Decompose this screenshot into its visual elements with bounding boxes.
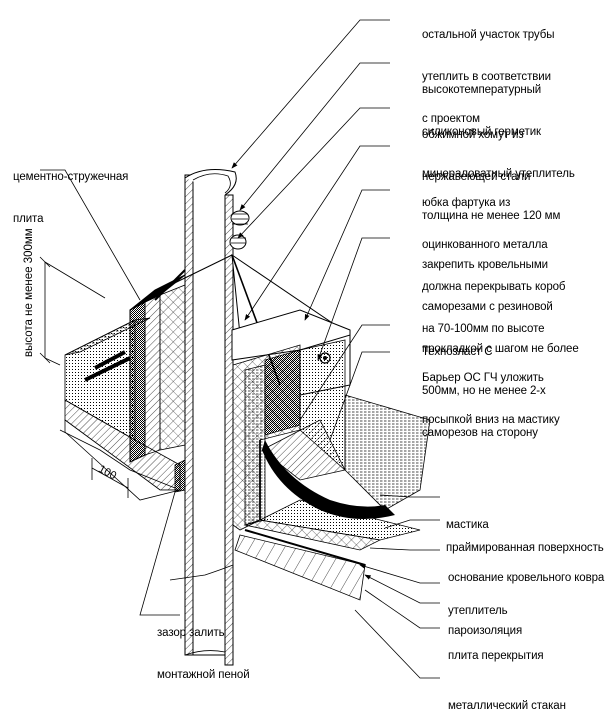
pipe [184, 170, 250, 666]
callout-metal-sleeve: металлический стакан [448, 671, 566, 727]
callout-line: металлический стакан [448, 700, 566, 712]
callout-technoelast: Технозласт С [422, 317, 493, 373]
right-roof-section [170, 395, 430, 600]
callout-line: праймированная поверхность [446, 542, 604, 554]
callout-line: обжимной хомут из [422, 129, 524, 141]
callout-screws: закрепить кровельными саморезами с резин… [422, 230, 579, 454]
callout-mineral-wool: минераловатный утеплитель толщина не мен… [422, 139, 575, 237]
callout-sealant: высокотемпературный силиконовый герметик [422, 55, 541, 153]
callout-primed-surface: праймированная поверхность [446, 513, 604, 569]
callout-line: высокотемпературный [422, 84, 542, 96]
callout-line: мастика [446, 519, 489, 531]
callout-line: основание кровельного ковра [448, 572, 605, 584]
callout-line: саморезов на сторону [422, 427, 538, 439]
height-dimension-label: высота не менее 300мм [23, 228, 35, 357]
callout-line: пароизоляция [448, 625, 523, 637]
callout-line: остальной участок трубы [422, 29, 555, 41]
callout-cement-board: цементно-стружечная плита [13, 142, 128, 240]
callout-clamp: обжимной хомут из нержавеющей стали [422, 100, 530, 198]
height-dimension [40, 257, 105, 365]
callout-mastic: мастика [446, 490, 489, 546]
callout-line: утеплитель [448, 605, 508, 617]
callout-line: юбка фартука из [422, 197, 511, 209]
callout-line: с проектом [422, 113, 480, 125]
callout-line: на 70-100мм по высоте [422, 323, 545, 335]
callout-slab: плита перекрытия [448, 621, 544, 677]
callout-line: Барьер ОС ГЧ уложить [422, 372, 544, 384]
callout-pipe-insulation: остальной участок трубы утеплить в соотв… [422, 0, 554, 140]
callout-line: должна перекрывать короб [422, 281, 566, 293]
callout-insulation: утеплитель [448, 576, 508, 632]
callout-line: плита [13, 213, 44, 225]
callout-line: плита перекрытия [448, 650, 544, 662]
callout-vapor-barrier: пароизоляция [448, 596, 522, 652]
left-roof-section [60, 318, 180, 500]
callout-barrier: Барьер ОС ГЧ уложить посыпкой вниз на ма… [422, 343, 560, 441]
callout-roof-base: основание кровельного ковра [448, 543, 604, 599]
callout-line: саморезами с резиновой [422, 301, 553, 313]
callout-line: цементно-стружечная [13, 171, 129, 183]
callout-line: нержавеющей стали [422, 171, 531, 183]
callout-line: силиконовый герметик [422, 126, 541, 138]
callout-line: минераловатный утеплитель [422, 168, 575, 180]
callout-line: закрепить кровельными [422, 259, 548, 271]
leader-lines [40, 20, 440, 678]
callout-line: утеплить в соответствии [422, 71, 551, 83]
callout-line: оцинкованного металла [422, 239, 548, 251]
callout-line: прокладкой с шагом не более [422, 343, 579, 355]
left-upstand [130, 270, 185, 492]
callout-foam-gap: зазор залить монтажной пеной [157, 598, 250, 696]
callout-line: Технозласт С [422, 346, 493, 358]
callout-line: зазор залить [157, 627, 225, 639]
callout-line: толщина не менее 120 мм [422, 210, 561, 222]
callout-skirt: юбка фартука из оцинкованного металла до… [422, 168, 566, 350]
offset-dimension [92, 458, 128, 498]
callout-line: посыпкой вниз на мастику [422, 414, 560, 426]
callout-line: монтажной пеной [157, 669, 250, 681]
pipe-penetration-drawing [0, 0, 610, 691]
callout-line: 500мм, но не менее 2-х [422, 385, 546, 397]
